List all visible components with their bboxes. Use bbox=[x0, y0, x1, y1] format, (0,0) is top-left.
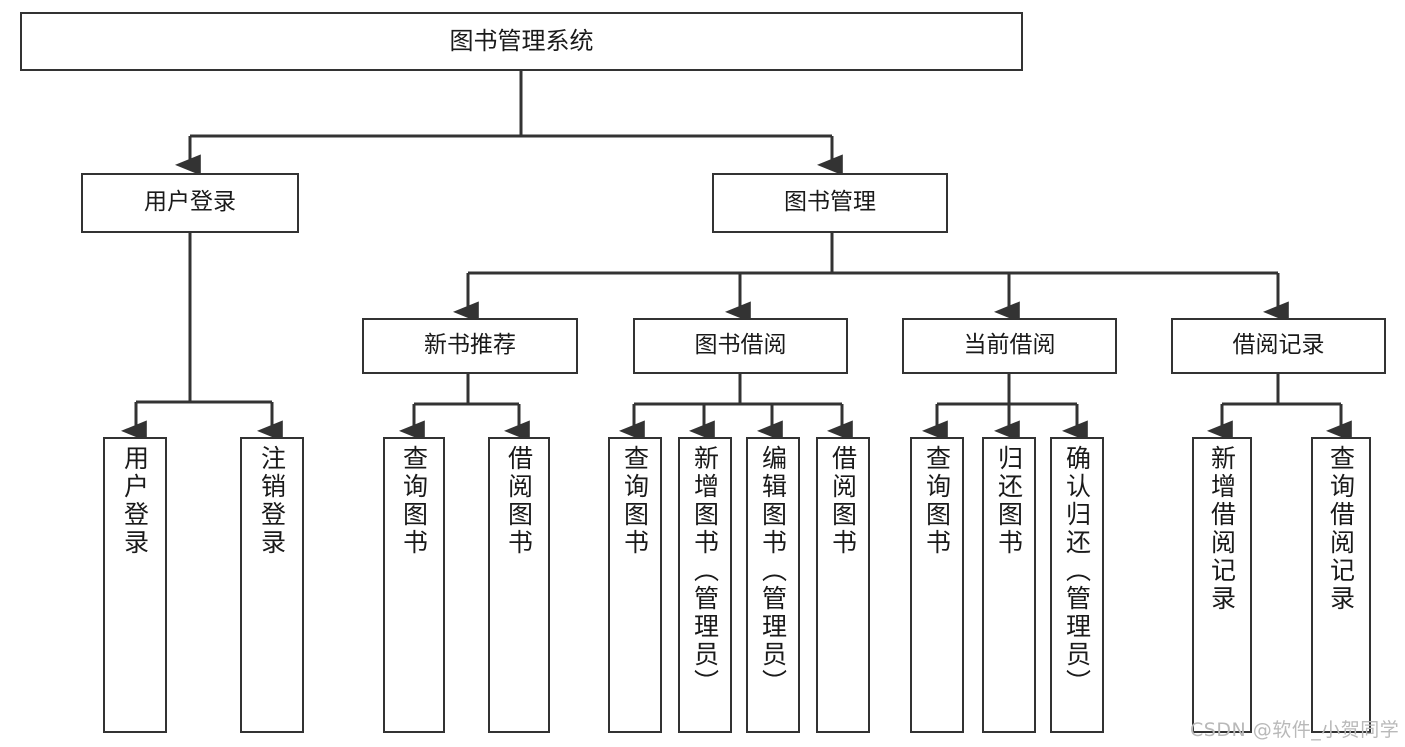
node-label: 新增借阅记录 bbox=[1207, 445, 1237, 613]
node-label: 借阅记录 bbox=[1232, 332, 1325, 359]
leaf-query-book-borrow[interactable]: 查询图书 bbox=[608, 437, 662, 733]
node-current-borrow[interactable]: 当前借阅 bbox=[902, 318, 1117, 374]
node-borrow-record[interactable]: 借阅记录 bbox=[1171, 318, 1386, 374]
leaf-logout[interactable]: 注销登录 bbox=[240, 437, 304, 733]
leaf-query-borrow-record[interactable]: 查询借阅记录 bbox=[1311, 437, 1371, 733]
leaf-add-book-admin[interactable]: 新增图书（管理员） bbox=[678, 437, 732, 733]
node-label: 图书借阅 bbox=[694, 332, 787, 359]
leaf-add-borrow-record[interactable]: 新增借阅记录 bbox=[1192, 437, 1252, 733]
node-label: 用户登录 bbox=[120, 445, 150, 557]
node-label: 新书推荐 bbox=[424, 332, 516, 359]
node-new-book-recommend[interactable]: 新书推荐 bbox=[362, 318, 578, 374]
leaf-edit-book-admin[interactable]: 编辑图书（管理员） bbox=[746, 437, 800, 733]
node-label: 借阅图书 bbox=[504, 445, 534, 557]
node-label: 图书管理 bbox=[784, 189, 876, 216]
node-user-login[interactable]: 用户登录 bbox=[81, 173, 299, 233]
node-label: 注销登录 bbox=[257, 445, 287, 557]
node-label: 当前借阅 bbox=[963, 332, 1056, 359]
node-label: 新增图书（管理员） bbox=[690, 445, 720, 697]
node-book-borrow[interactable]: 图书借阅 bbox=[633, 318, 848, 374]
node-label: 查询借阅记录 bbox=[1326, 445, 1356, 613]
leaf-return-book[interactable]: 归还图书 bbox=[982, 437, 1036, 733]
node-label: 归还图书 bbox=[994, 445, 1024, 557]
leaf-borrow-book[interactable]: 借阅图书 bbox=[816, 437, 870, 733]
node-book-management[interactable]: 图书管理 bbox=[712, 173, 948, 233]
node-root-system[interactable]: 图书管理系统 bbox=[20, 12, 1023, 71]
node-label: 用户登录 bbox=[144, 189, 236, 216]
node-label: 借阅图书 bbox=[828, 445, 858, 557]
csdn-watermark: CSDN @软件_小贺同学 bbox=[1190, 719, 1400, 741]
leaf-user-login[interactable]: 用户登录 bbox=[103, 437, 167, 733]
leaf-confirm-return-admin[interactable]: 确认归还（管理员） bbox=[1050, 437, 1104, 733]
node-label: 查询图书 bbox=[399, 445, 429, 557]
node-label: 编辑图书（管理员） bbox=[758, 445, 788, 697]
node-label: 确认归还（管理员） bbox=[1062, 445, 1092, 697]
leaf-query-book-current[interactable]: 查询图书 bbox=[910, 437, 964, 733]
node-label: 查询图书 bbox=[922, 445, 952, 557]
node-label: 查询图书 bbox=[620, 445, 650, 557]
leaf-query-book-recommend[interactable]: 查询图书 bbox=[383, 437, 445, 733]
node-label: 图书管理系统 bbox=[449, 27, 594, 56]
leaf-borrow-book-recommend[interactable]: 借阅图书 bbox=[488, 437, 550, 733]
